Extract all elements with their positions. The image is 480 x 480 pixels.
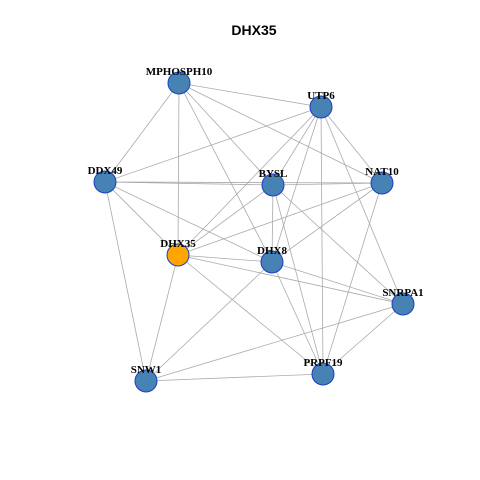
- edge-ddx49-dhx8: [104, 181, 273, 263]
- node-dhx35: [166, 243, 190, 267]
- edge-nat10-dhx8: [271, 182, 383, 263]
- edge-utp6-snrpa1: [320, 106, 404, 305]
- edge-snrpa1-prpf19: [322, 303, 404, 375]
- edge-bysl-nat10: [272, 182, 383, 186]
- edge-dhx35-snw1: [145, 254, 179, 382]
- edge-utp6-ddx49: [104, 106, 322, 183]
- node-snw1: [134, 369, 158, 393]
- edge-nat10-dhx35: [177, 182, 383, 256]
- node-dhx8: [260, 250, 284, 274]
- edge-utp6-bysl: [272, 106, 322, 186]
- node-label-prpf19: PRPF19: [303, 357, 343, 369]
- edge-bysl-dhx8: [271, 184, 274, 263]
- node-label-snw1: SNW1: [131, 364, 162, 376]
- edge-mphosph10-bysl: [178, 82, 274, 186]
- edge-dhx8-snw1: [145, 261, 273, 382]
- node-label-bysl: BYSL: [259, 168, 288, 180]
- node-label-dhx35: DHX35: [160, 238, 196, 250]
- edge-mphosph10-dhx35: [177, 82, 180, 256]
- edge-dhx8-snrpa1: [271, 261, 404, 305]
- edge-utp6-nat10: [320, 106, 383, 184]
- node-label-dhx8: DHX8: [257, 245, 287, 257]
- edge-utp6-dhx35: [177, 106, 322, 256]
- edge-bysl-prpf19: [272, 184, 324, 375]
- node-ddx49: [93, 170, 117, 194]
- node-label-snrpa1: SNRPA1: [382, 287, 423, 299]
- edge-mphosph10-ddx49: [104, 82, 180, 183]
- edge-dhx8-prpf19: [271, 261, 324, 375]
- edge-dhx35-snrpa1: [177, 254, 404, 305]
- edge-ddx49-snw1: [104, 181, 147, 382]
- edge-snw1-prpf19: [145, 373, 324, 382]
- edge-bysl-dhx35: [177, 184, 274, 256]
- node-label-mphosph10: MPHOSPH10: [146, 66, 213, 78]
- edge-mphosph10-dhx8: [178, 82, 273, 263]
- edge-mphosph10-utp6: [178, 82, 322, 108]
- node-label-ddx49: DDX49: [88, 165, 123, 177]
- edge-dhx35-prpf19: [177, 254, 324, 375]
- node-label-utp6: UTP6: [307, 90, 335, 102]
- node-utp6: [309, 95, 333, 119]
- node-prpf19: [311, 362, 335, 386]
- edge-ddx49-dhx35: [104, 181, 179, 256]
- node-label-nat10: NAT10: [365, 166, 399, 178]
- edges-layer: [104, 82, 404, 382]
- node-snrpa1: [391, 292, 415, 316]
- node-mphosph10: [167, 71, 191, 95]
- edge-dhx35-dhx8: [177, 254, 273, 263]
- edge-snrpa1-snw1: [145, 303, 404, 382]
- node-bysl: [261, 173, 285, 197]
- edge-utp6-prpf19: [320, 106, 324, 375]
- edge-nat10-prpf19: [322, 182, 383, 375]
- node-nat10: [370, 171, 394, 195]
- diagram-title: DHX35: [231, 22, 276, 38]
- nodes-layer: [93, 71, 415, 393]
- edge-mphosph10-nat10: [178, 82, 383, 184]
- edge-ddx49-nat10: [104, 181, 383, 184]
- edge-bysl-snrpa1: [272, 184, 404, 305]
